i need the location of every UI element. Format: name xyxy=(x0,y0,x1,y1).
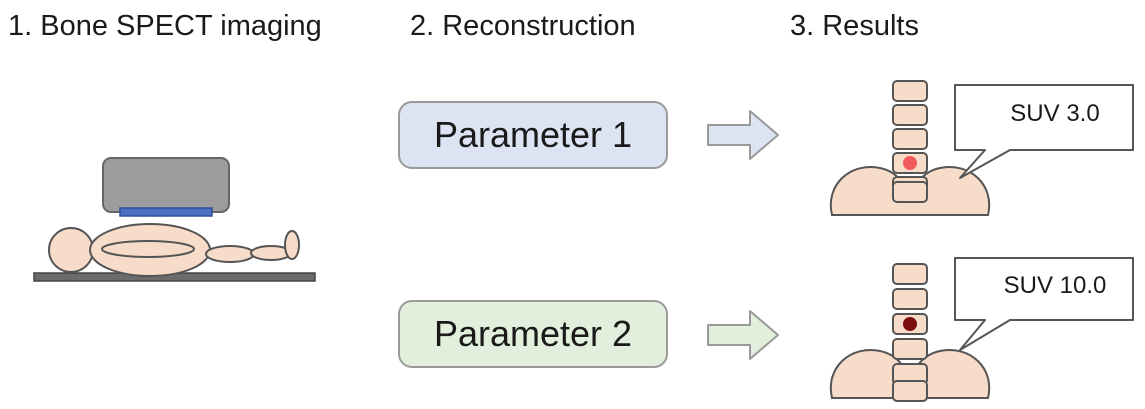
collimator xyxy=(119,207,213,217)
step2-heading: 2. Reconstruction xyxy=(410,10,636,42)
vertebra xyxy=(892,263,928,285)
arrow-2 xyxy=(707,310,779,360)
patient-arm xyxy=(101,240,195,258)
step1-heading: 1. Bone SPECT imaging xyxy=(8,10,322,42)
parameter-2-box: Parameter 2 xyxy=(398,300,668,368)
callout-1 xyxy=(954,84,1134,179)
lesion-2 xyxy=(903,317,917,331)
arrow-1 xyxy=(707,110,779,160)
vertebra xyxy=(892,380,928,402)
vertebra xyxy=(892,181,928,203)
suv-result-1: SUV 3.0 xyxy=(1010,100,1100,127)
suv-result-2: SUV 10.0 xyxy=(1003,272,1107,299)
patient-foot xyxy=(284,230,300,260)
step3-heading: 3. Results xyxy=(790,10,919,42)
lesion-1 xyxy=(903,156,917,170)
vertebra xyxy=(892,288,928,310)
spine-result-1 xyxy=(829,80,1134,216)
spine-result-2 xyxy=(829,257,1134,402)
vertebra xyxy=(892,128,928,150)
vertebra xyxy=(892,80,928,102)
callout-2 xyxy=(954,257,1134,351)
vertebra xyxy=(892,104,928,126)
vertebra xyxy=(892,338,928,360)
parameter-1-box: Parameter 1 xyxy=(398,101,668,169)
